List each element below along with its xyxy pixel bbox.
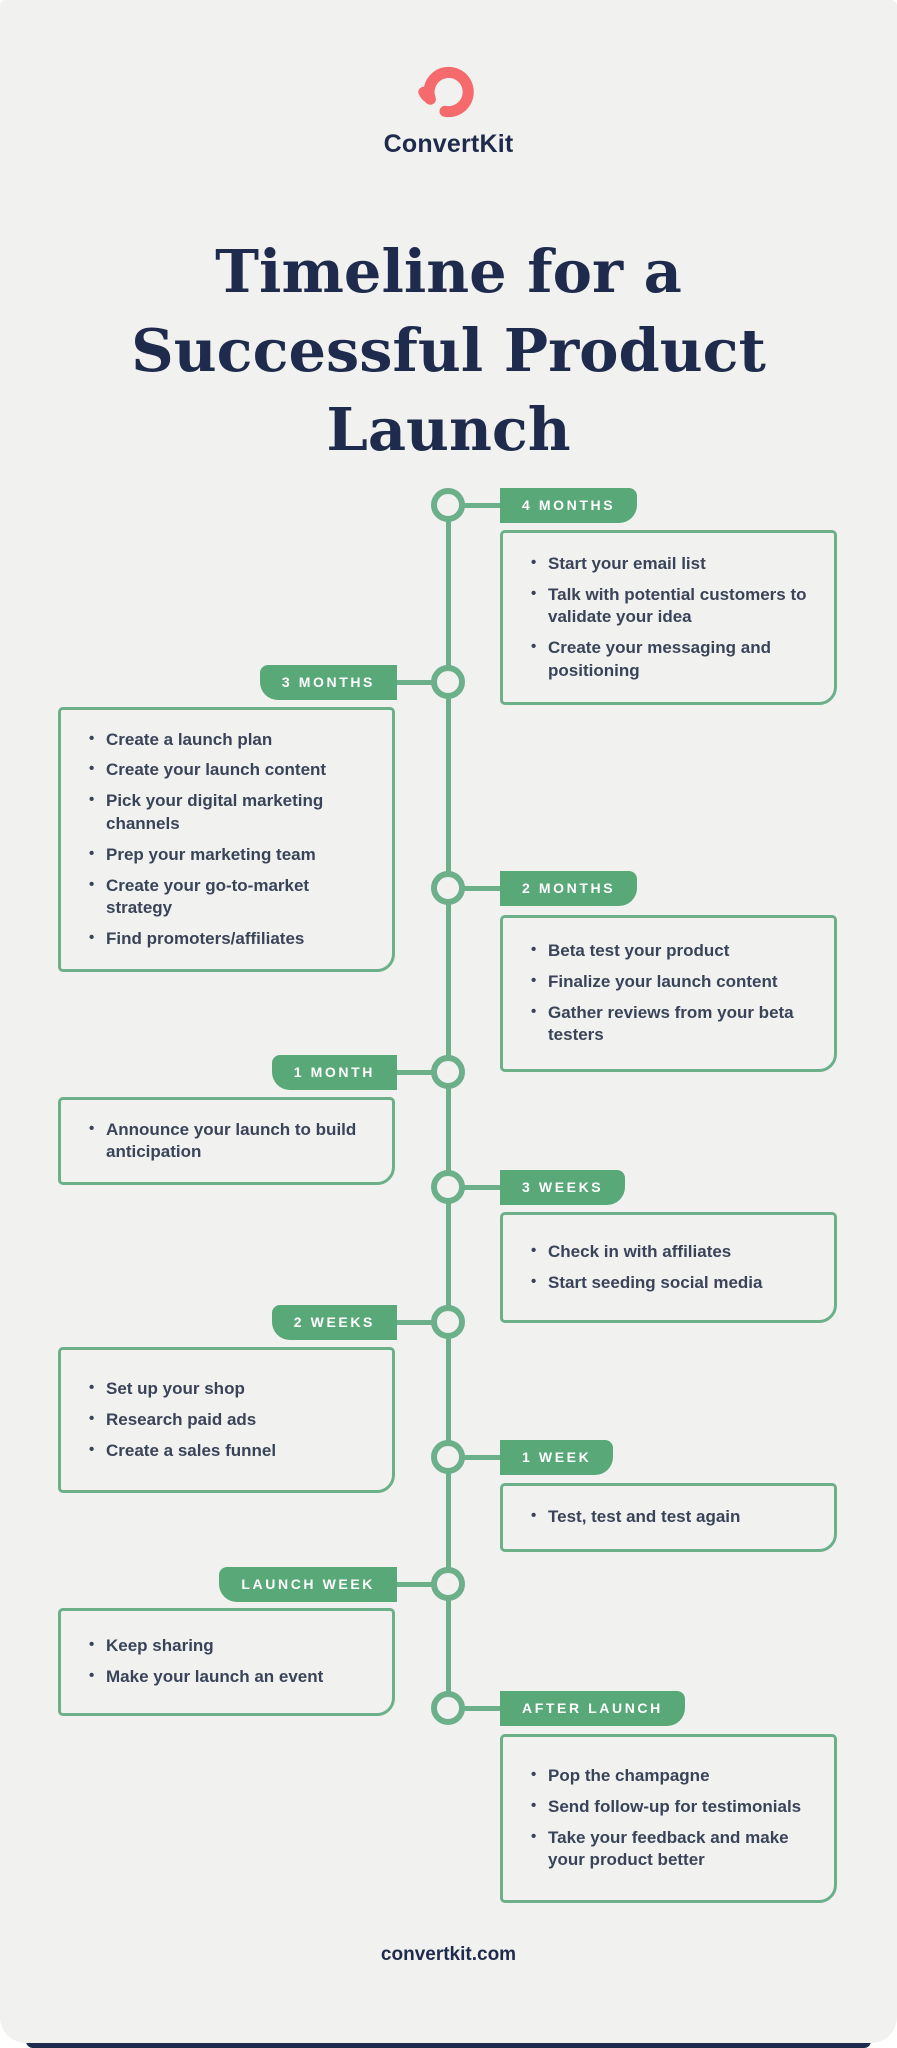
brand-logo [0,58,897,126]
footer-website: convertkit.com [380,1944,517,1965]
timeline-spine [445,505,451,1708]
milestone-task-list: Start your email listTalk with potential… [503,544,834,690]
task-item: Gather reviews from your beta testers [531,1002,818,1047]
milestone-task-list: Pop the champagneSend follow-up for test… [503,1757,834,1881]
task-item: Create a sales funnel [89,1440,376,1462]
task-item: Make your launch an event [89,1666,376,1688]
milestone-box: Create a launch planCreate your launch c… [58,707,395,972]
milestone-badge: LAUNCH WEEK [219,1566,397,1602]
timeline-node-circle [431,1170,465,1204]
milestone-box: Keep sharingMake your launch an event [58,1608,395,1716]
task-item: Pop the champagne [531,1765,818,1787]
timeline-connector [448,885,500,891]
milestone-badge: 1 WEEK [500,1439,614,1475]
timeline-connector [397,1069,448,1075]
timeline-connector [448,1184,500,1190]
task-item: Send follow-up for testimonials [531,1796,818,1818]
task-item: Beta test your product [531,940,818,962]
task-item: Create your go-to-market strategy [89,875,376,920]
task-item: Pick your digital marketing channels [89,790,376,835]
task-item: Take your feedback and make your product… [531,1827,818,1872]
task-item: Announce your launch to build anticipati… [89,1119,376,1164]
milestone-task-list: Announce your launch to build anticipati… [61,1110,392,1172]
milestone-box: Announce your launch to build anticipati… [58,1097,395,1185]
milestone-task-list: Create a launch planCreate your launch c… [61,720,392,959]
task-item: Create your launch content [89,759,376,781]
convertkit-swirl-icon [417,66,474,118]
timeline-node-circle [431,1691,465,1725]
page-title: Timeline for a Successful Product Launch [131,236,766,464]
milestone-box: Pop the champagneSend follow-up for test… [500,1734,837,1903]
milestone-badge: 3 WEEKS [500,1169,626,1205]
milestone-box: Set up your shopResearch paid adsCreate … [58,1347,395,1493]
task-item: Create a launch plan [89,729,376,751]
milestone-badge: 4 MONTHS [500,487,638,523]
task-item: Prep your marketing team [89,844,376,866]
task-item: Find promoters/affiliates [89,928,376,950]
timeline-connector [448,502,500,508]
timeline-connector [397,679,448,685]
timeline-connector [448,1454,500,1460]
milestone-badge: 1 MONTH [271,1054,397,1090]
milestone-badge: AFTER LAUNCH [500,1690,685,1726]
milestone-box: Beta test your productFinalize your laun… [500,915,837,1072]
task-item: Start your email list [531,553,818,575]
milestone-task-list: Set up your shopResearch paid adsCreate … [61,1369,392,1470]
task-item: Set up your shop [89,1378,376,1400]
task-item: Create your messaging and positioning [531,637,818,682]
timeline-node-circle [431,665,465,699]
task-item: Check in with affiliates [531,1241,818,1263]
task-item: Keep sharing [89,1635,376,1657]
milestone-box: Check in with affiliatesStart seeding so… [500,1212,837,1323]
timeline-connector [397,1581,448,1587]
timeline-node-circle [431,488,465,522]
brand-name: ConvertKit [383,130,514,158]
timeline-node-circle [431,871,465,905]
timeline-connector [397,1319,448,1325]
task-item: Test, test and test again [531,1506,818,1528]
task-item: Start seeding social media [531,1272,818,1294]
timeline-node-circle [431,1440,465,1474]
milestone-box: Test, test and test again [500,1483,837,1552]
task-item: Talk with potential customers to validat… [531,584,818,629]
milestone-task-list: Beta test your productFinalize your laun… [503,932,834,1056]
milestone-task-list: Check in with affiliatesStart seeding so… [503,1232,834,1302]
timeline-node-circle [431,1567,465,1601]
task-item: Research paid ads [89,1409,376,1431]
milestone-badge: 2 WEEKS [271,1304,397,1340]
milestone-badge: 2 MONTHS [500,870,638,906]
milestone-box: Start your email listTalk with potential… [500,530,837,705]
timeline-connector [448,1705,500,1711]
timeline-node-circle [431,1055,465,1089]
milestone-task-list: Keep sharingMake your launch an event [61,1627,392,1697]
timeline-node-circle [431,1305,465,1339]
milestone-task-list: Test, test and test again [503,1498,834,1537]
milestone-badge: 3 MONTHS [259,664,397,700]
task-item: Finalize your launch content [531,971,818,993]
